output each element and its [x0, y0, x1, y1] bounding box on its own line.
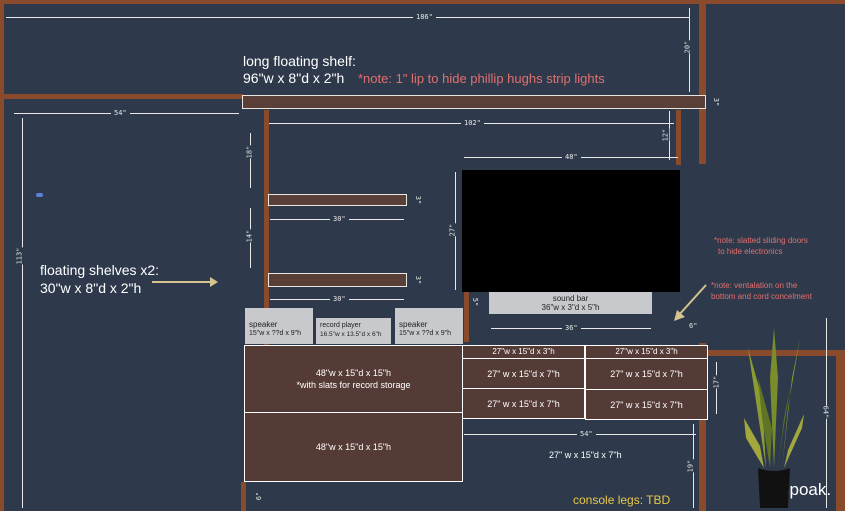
console-leg-left	[241, 482, 246, 511]
shelf-support-left	[264, 110, 269, 345]
far-right-post	[836, 356, 845, 511]
dim-17: 17"	[712, 375, 721, 389]
sound-bar-name: sound bar	[552, 294, 589, 303]
drawer-row2-right-dimensions: 27" w x 15"d x 7"h	[610, 399, 683, 410]
dim-102: 102"	[461, 119, 484, 127]
cabinet-top-left-dimensions: 48"w x 15"d x 15"h	[315, 368, 392, 378]
drawer-row2-right: 27" w x 15"d x 7"h	[585, 389, 708, 420]
long-shelf-title: long floating shelf:	[243, 53, 356, 69]
snake-plant-icon	[744, 328, 804, 508]
speaker-right: speaker 15"w x ??d x 9"h	[395, 308, 463, 344]
drawer-small-right: 27"w x 15"d x 3"h	[585, 345, 708, 359]
drawer-row1-left: 27" w x 15"d x 7"h	[462, 358, 585, 389]
long-floating-shelf	[242, 95, 706, 109]
floating-shelf-upper	[268, 194, 407, 206]
dim-5: 5"	[471, 297, 480, 307]
drawer-row2-left-dimensions: 27" w x 15"d x 7"h	[487, 398, 560, 409]
speaker-left-dimensions: 15"w x ??d x 9"h	[249, 330, 302, 337]
tv-support	[464, 290, 469, 342]
dim-64: 64"	[821, 405, 830, 419]
console-legs-label: console legs: TBD	[573, 493, 671, 507]
speaker-right-name: speaker	[399, 320, 428, 329]
dim-6: 6"	[689, 322, 698, 330]
long-shelf-dimensions: 96"w x 8"d x 2"h	[243, 70, 345, 86]
record-storage-note: *with slats for record storage	[296, 380, 411, 390]
horizontal-beam	[0, 94, 243, 99]
dim-54-bottom: 54"	[577, 430, 596, 438]
dim-18: 18"	[245, 145, 254, 159]
record-player-dimensions: 16.5"w x 13.5"d x 6"h	[320, 331, 382, 338]
dim-6-leg: 6"	[255, 491, 264, 501]
cursor-mark	[36, 193, 43, 197]
dim-3-lower-shelf: 3"	[414, 275, 423, 285]
record-player: record player 16.5"w x 13.5"d x 6"h	[316, 318, 391, 344]
drawer-row2-left: 27" w x 15"d x 7"h	[462, 388, 585, 419]
speaker-left: speaker 15"w x ??d x 9"h	[245, 308, 313, 344]
dim-line-18	[250, 133, 251, 188]
shelf-support-right	[676, 110, 681, 165]
sound-bar-dimensions: 36"w x 3"d x 5"h	[541, 303, 600, 312]
dim-line-186	[6, 17, 690, 18]
dim-14: 14"	[245, 229, 254, 243]
dim-54-top: 54"	[111, 109, 130, 117]
right-column-lower	[699, 343, 706, 511]
left-wall-beam	[0, 0, 4, 511]
note-arrow-icon	[674, 284, 707, 321]
dim-3-long-shelf: 3"	[712, 97, 721, 107]
sound-bar: sound bar 36"w x 3"d x 5"h	[489, 292, 652, 314]
dim-line-113	[22, 118, 23, 508]
drawer-small-left-dimensions: 27"w x 15"d x 3"h	[492, 347, 555, 356]
dim-27: 27"	[448, 223, 457, 237]
spoak-logo: spoak.	[781, 480, 832, 499]
floating-shelves-title: floating shelves x2:	[40, 262, 160, 278]
doors-note-line1: *note: slatted sliding doors	[714, 236, 808, 245]
record-player-name: record player	[320, 322, 361, 329]
doors-note-line2: to hide electronics	[718, 247, 783, 256]
open-console-label: 27" w x 15"d x 7"h	[549, 450, 622, 460]
drawer-small-right-dimensions: 27"w x 15"d x 3"h	[615, 347, 678, 356]
tv-screen	[462, 170, 680, 292]
dim-30-lower: 30"	[330, 295, 349, 303]
cabinet-bottom-left: 48"w x 15"d x 15"h	[244, 412, 463, 482]
vent-note-line1: *note: ventalation on the	[711, 281, 798, 290]
drawer-row1-right-dimensions: 27" w x 15"d x 7"h	[610, 369, 683, 379]
drawer-small-left: 27"w x 15"d x 3"h	[462, 345, 585, 359]
dim-113: 113"	[15, 247, 24, 265]
floating-shelves-dimensions: 30"w x 8"d x 2"h	[40, 280, 142, 296]
dim-20: 20"	[683, 40, 692, 54]
dim-line-12	[669, 111, 670, 160]
vent-note-line2: bottom and cord concelment	[711, 292, 812, 301]
speaker-left-name: speaker	[249, 320, 278, 329]
dim-48: 48"	[562, 153, 581, 161]
dim-3-upper-shelf: 3"	[414, 195, 423, 205]
drawer-row1-left-dimensions: 27" w x 15"d x 7"h	[487, 368, 560, 379]
cabinet-top-left: 48"w x 15"d x 15"h *with slats for recor…	[244, 345, 463, 413]
strip-light-note: *note: 1" lip to hide phillip hughs stri…	[358, 71, 605, 86]
drawer-row1-right: 27" w x 15"d x 7"h	[585, 358, 708, 390]
dim-186: 186"	[413, 13, 436, 21]
floating-shelf-lower	[268, 273, 407, 287]
dim-12: 12"	[661, 128, 670, 142]
dim-36: 36"	[562, 324, 581, 332]
dim-19: 19"	[686, 459, 695, 473]
cabinet-bottom-left-dimensions: 48"w x 15"d x 15"h	[315, 442, 392, 452]
right-column	[699, 4, 706, 164]
ceiling-beam	[0, 0, 845, 4]
speaker-right-dimensions: 15"w x ??d x 9"h	[399, 330, 452, 337]
arrow-right-icon	[152, 277, 218, 287]
dim-30-upper: 30"	[330, 215, 349, 223]
